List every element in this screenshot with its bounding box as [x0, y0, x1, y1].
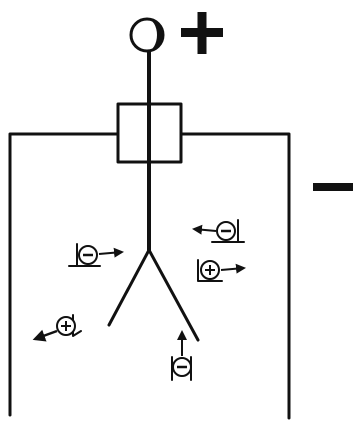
ion-positive-right — [197, 259, 246, 282]
electroscope-case — [8, 132, 291, 420]
ion-negative-upper-right — [192, 219, 245, 243]
ion-negative-bottom — [171, 330, 192, 381]
knob-shading — [147, 19, 163, 51]
ion-positive-lower-left — [32, 314, 82, 342]
plus-sign-icon — [181, 12, 223, 54]
leaf-right — [147, 248, 200, 342]
minus-sign-icon — [313, 183, 353, 191]
leaf-left — [107, 248, 151, 327]
ion-negative-left — [68, 243, 124, 267]
